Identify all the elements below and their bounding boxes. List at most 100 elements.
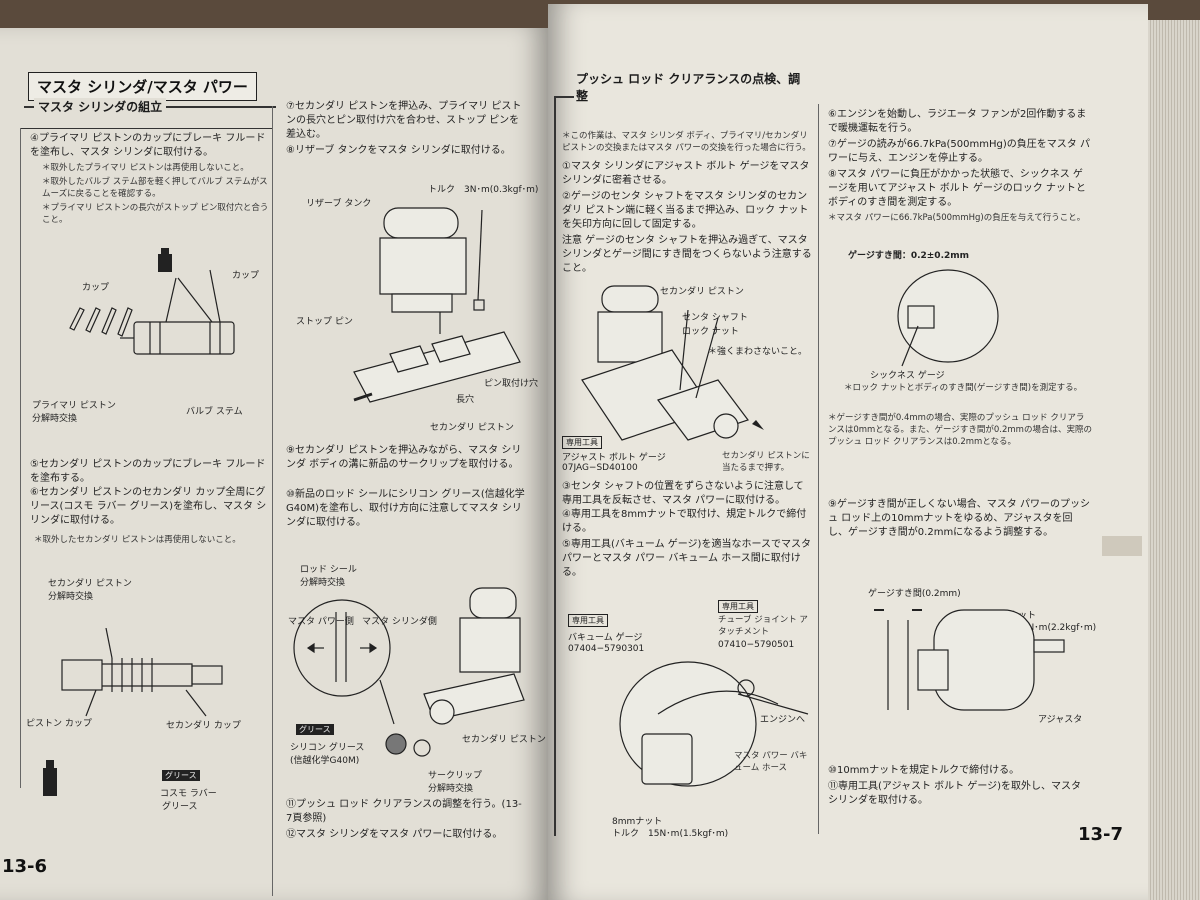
lock-nut-label: ロック ナット [682,327,739,337]
primary-piston-note: 分解時交換 [32,414,78,424]
note-2: ＊取外したバルブ ステム部を軽く押してバルブ ステムがスムーズに戻ることを確認す… [42,177,268,199]
secondary-piston-figure [61,628,223,717]
note-1: ＊取外したプライマリ ピストンは再使用しないこと。 [42,163,249,173]
right-subsection-title: プッシュ ロッド クリアランスの点検、調整 [576,72,801,103]
rod-seal-label: ロッド シール [300,565,357,575]
right-step-11: ⑪専用工具(アジャスト ボルト ゲージ)を取外し、マスタ シリンダを取付ける。 [828,781,1082,806]
silicone-grease-label: シリコン グリース [290,743,365,753]
page-number-right: 13-7 [1078,824,1124,845]
page-stack-edge [1148,20,1200,900]
adjust-gauge-figure [581,285,764,441]
right-step-5: ⑤専用工具(バキューム ゲージ)を適当なホースでマスタ パワーとマスタ パワー … [562,539,811,578]
torque-22nm-label: トルク 22N･m(2.2kgf･m) [980,623,1097,633]
left-page: マスタ シリンダ/マスタ パワー マスタ シリンダの組立 ④プライマリ ピストン… [0,28,548,900]
step-8: ⑧リザーブ タンクをマスタ シリンダに取付ける。 [286,145,511,156]
primary-piston-figure [69,248,235,355]
right-left-border [554,96,556,836]
subsection-title: マスタ シリンダの組立 [34,98,167,115]
tube-joint-no: 07410−5790501 [718,640,795,650]
circlip-note: 分解時交換 [428,784,474,794]
vacuum-gauge-label: バキューム ゲージ [568,633,643,643]
piston-cup-label: ピストン カップ [26,719,92,729]
secondary-piston-label-2: セカンダリ ピストン [430,423,514,433]
long-hole-label: 長穴 [456,395,475,405]
right-page: プッシュ ロッド クリアランスの点検、調整 ＊この作業は、マスタ シリンダ ボデ… [548,4,1148,900]
right-step-3: ③センタ シャフトの位置をずらさないように注意して専用工具を反転させ、マスタ パ… [562,481,804,506]
secondary-piston-label-3: セカンダリ ピストン [462,735,546,745]
section-tab [1102,536,1142,556]
right-step-6: ⑥エンジンを始動し、ラジエータ ファンが2回作動するまで暖機運転を行う。 [828,109,1087,134]
right-column-divider [818,104,819,834]
subsection-rule [20,128,272,129]
right-note-intro: ＊この作業は、マスタ シリンダ ボディ、プライマリ/セカンダリ ピストンの交換ま… [562,131,811,153]
gauge-gap-spec: ゲージすき間：0.2±0.2mm [848,251,970,261]
right-caution: 注意 ゲージのセンタ シャフトを押込み過ぎて、マスタ シリンダとゲージ間にすき間… [562,235,812,274]
rod-seal-figure [293,587,525,757]
left-border [20,128,21,788]
right-note-vacuum: ＊マスタ パワーに66.7kPa(500mmHg)の負圧を与えて行うこと。 [828,213,1086,223]
special-tool-tag-2: 専用工具 [568,614,608,627]
note-4: ＊取外したセカンダリ ピストンは再使用しないこと。 [34,535,241,545]
right-step-1: ①マスタ シリンダにアジャスト ボルト ゲージをマスタ シリンダに密着させる。 [562,161,810,186]
circlip-label: サークリップ [428,771,483,781]
stop-pin-label: ストップ ピン [296,317,353,327]
valve-stem-label: バルブ ステム [186,407,243,417]
step-12: ⑫マスタ シリンダをマスタ パワーに取付ける。 [286,829,503,840]
step-4: ④プライマリ ピストンのカップにブレーキ フルード を塗布し、マスタ シリンダに… [30,133,266,158]
cup-label-a: カップ [82,283,110,293]
grease-tag: グリース [162,770,200,781]
pin-hole-label: ピン取付け穴 [484,379,539,389]
center-shaft-label: センタ シャフト [682,313,748,323]
tube-joint-label: チューブ ジョイント アタッチメント [718,615,808,637]
vacuum-gauge-no: 07404−5790301 [568,644,645,654]
primary-piston-label: プライマリ ピストン [32,401,116,411]
special-tool-tag-1: 専用工具 [562,436,602,449]
cup-label-b: カップ [232,271,260,281]
right-step-8: ⑧マスタ パワーに負圧がかかった状態で、シックネス ゲージを用いてアジャスト ボ… [828,169,1086,208]
secondary-piston-note: 分解時交換 [48,592,94,602]
right-title-rule [554,96,574,98]
note-3: ＊プライマリ ピストンの長穴がストップ ピン取付穴と合うこと。 [42,203,269,225]
right-step-2: ②ゲージのセンタ シャフトをマスタ シリンダのセカンダリ ピストン端に軽く当るま… [562,191,809,230]
right-note-gap: ＊ゲージすき間が0.4mmの場合、実際のプッシュ ロッド クリアランスは0mmと… [828,413,1092,447]
secondary-piston-label: セカンダリ ピストン [48,579,132,589]
silicone-grease-spec: (信越化学G40M) [290,756,360,766]
secondary-cup-label: セカンダリ カップ [166,721,241,731]
no-overtighten-note: ＊強くまわさないこと。 [708,347,808,357]
reserve-tank-label: リザーブ タンク [306,199,372,209]
master-cylinder-side-label: マスタ シリンダ側 [362,617,437,627]
right-step-9: ⑨ゲージすき間が正しくない場合、マスタ パワーのプッシュ ロッド上の10mmナッ… [828,499,1090,538]
vacuum-gauge-figure [619,661,809,787]
step-6: ⑥セカンダリ ピストンのセカンダリ カップ全周にグリース(コスモ ラバー グリー… [30,487,267,526]
grease-bottle-icon [43,760,57,796]
grease-name: コスモ ラバー [160,789,217,799]
step-5: ⑤セカンダリ ピストンのカップにブレーキ フルード を塗布する。 [30,459,266,484]
master-cylinder-figure [353,207,521,403]
step-7: ⑦セカンダリ ピストンを押込み、プライマリ ピストンの長穴とピン取付け穴を合わせ… [286,101,522,140]
lock-nut-gap-note: ＊ロック ナットとボディのすき間(ゲージすき間)を測定する。 [844,383,1083,393]
gauge-gap-label-2: ゲージすき間(0.2mm) [868,589,961,599]
step-10: ⑩新品のロッド シールにシリコン グリース(信越化学G40M)を塗布し、取付け方… [286,489,525,528]
thickness-gauge-label: シックネス ゲージ [870,371,945,381]
to-engine-label: エンジンへ [760,715,806,725]
grease-name-2: グリース [162,802,198,812]
torque-15nm-label: トルク 15N･m(1.5kgf･m) [612,829,729,839]
secondary-piston-label-r: セカンダリ ピストン [660,287,744,297]
thickness-gauge-figure [897,269,999,367]
master-power-side-label: マスタ パワー側 [288,617,354,627]
adjust-bolt-gauge-label: アジャスト ボルト ゲージ [562,453,666,463]
right-step-10: ⑩10mmナットを規定トルクで締付ける。 [828,765,1020,776]
grease-tag-2: グリース [296,724,334,735]
step-9: ⑨セカンダリ ピストンを押込みながら、マスタ シリンダ ボディの溝に新品のサーク… [286,445,522,470]
nut-8mm-label: 8mmナット [612,817,663,827]
adjuster-figure [874,609,1065,711]
adjust-bolt-gauge-no: 07JAG−SD40100 [562,463,638,473]
adjuster-label: アジャスタ [1038,715,1083,725]
step-11: ⑪プッシュ ロッド クリアランスの調整を行う。(13-7頁参照) [286,799,522,824]
vacuum-hose-label: マスタ パワー バキューム ホース [734,751,808,773]
column-divider [272,106,273,896]
torque-3nm-label: トルク 3N･m(0.3kgf･m) [428,185,539,195]
right-step-7: ⑦ゲージの読みが66.7kPa(500mmHg)の負圧をマスタ パワーに与え、エ… [828,139,1090,164]
touch-piston-note: セカンダリ ピストンに当たるまで押す。 [722,451,810,473]
page-number-left: 13-6 [2,856,48,877]
